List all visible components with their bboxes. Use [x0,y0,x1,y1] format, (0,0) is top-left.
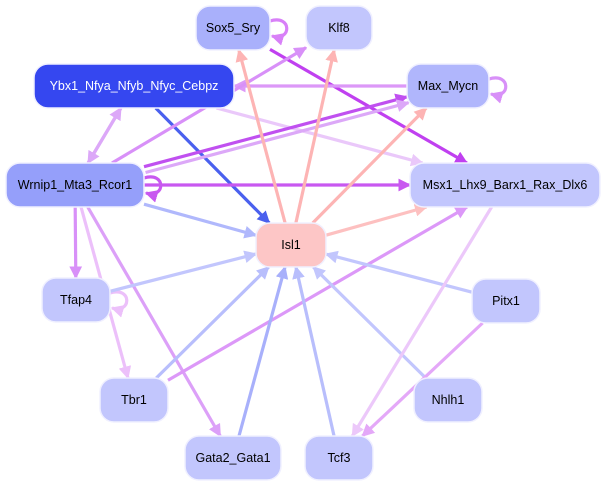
edge-tcf3-to-isl1 [292,265,336,437]
node-label: Sox5_Sry [206,21,261,35]
node-isl1[interactable]: Isl1 [255,222,327,268]
node-tbr1[interactable]: Tbr1 [99,377,169,423]
edge-isl1-to-max_mycn [311,106,428,225]
edge-tfap4-to-tfap4 [109,290,129,318]
edge-msx1_lhx9_barx1_rax_dlx6-to-tcf3 [351,206,493,438]
node-pitx1[interactable]: Pitx1 [471,278,541,324]
edge-wrnip1_mta3_rcor1-to-max_mycn [145,99,410,175]
edge-isl1-to-sox5_sry [235,48,287,224]
node-box[interactable] [305,5,373,51]
node-box[interactable] [304,435,374,481]
node-wrnip1-mta3-rcor1[interactable]: Wrnip1_Mta3_Rcor1 [5,162,145,208]
edge-tbr1-to-isl1 [155,265,270,380]
node-label: Tcf3 [328,451,351,465]
node-label: Gata2_Gata1 [195,451,270,465]
node-label: Klf8 [328,21,350,35]
edge-wrnip1_mta3_rcor1-to-gata2_gata1 [86,206,222,438]
node-box[interactable] [413,377,483,423]
node-label: Max_Mycn [418,79,478,93]
edge-wrnip1_mta3_rcor1-to-max_mycn [143,93,409,169]
node-max-mycn[interactable]: Max_Mycn [406,63,490,109]
edge-max_mycn-to-max_mycn [488,76,508,104]
node-box[interactable] [195,5,271,51]
edge-pitx1-to-isl1 [324,250,473,294]
edge-nhlh1-to-isl1 [312,265,427,380]
node-box[interactable] [41,277,111,323]
edge-isl1-to-msx1_lhx9_barx1_rax_dlx6 [325,203,428,237]
node-label: Nhlh1 [432,393,465,407]
edge-sox5_sry-to-sox5_sry [269,18,289,46]
edge-wrnip1_mta3_rcor1-to-tfap4 [69,206,83,280]
node-box[interactable] [5,162,145,208]
node-label: Wrnip1_Mta3_Rcor1 [18,178,132,192]
node-gata2-gata1[interactable]: Gata2_Gata1 [184,435,282,481]
node-label: Msx1_Lhx9_Barx1_Rax_Dlx6 [423,178,588,192]
edge-wrnip1_mta3_rcor1-to-ybx1_nfya_nfyb_nfyc_cebpz [86,106,123,164]
node-label: Tbr1 [121,393,147,407]
node-box[interactable] [409,162,601,208]
node-box[interactable] [255,222,327,268]
node-ybx1-nfya-nfyb-nfyc-cebpz[interactable]: Ybx1_Nfya_Nfyb_Nfyc_Cebpz [33,63,235,109]
edge-isl1-to-klf8 [294,48,338,224]
node-label: Pitx1 [492,294,520,308]
edge-ybx1_nfya_nfyb_nfyc_cebpz-to-msx1_lhx9_barx1_rax_dlx6 [216,106,424,167]
node-label: Tfap4 [60,293,92,307]
node-tfap4[interactable]: Tfap4 [41,277,111,323]
node-tcf3[interactable]: Tcf3 [304,435,374,481]
node-box[interactable] [406,63,490,109]
node-nhlh1[interactable]: Nhlh1 [413,377,483,423]
node-box[interactable] [33,63,235,109]
edge-wrnip1_mta3_rcor1-to-isl1 [143,202,258,239]
node-msx1-lhx9-barx1-rax-dlx6[interactable]: Msx1_Lhx9_Barx1_Rax_Dlx6 [409,162,601,208]
edge-tfap4-to-isl1 [109,250,258,293]
edges-layer [69,18,508,438]
node-label: Ybx1_Nfya_Nfyb_Nfyc_Cebpz [50,79,219,93]
node-klf8[interactable]: Klf8 [305,5,373,51]
node-box[interactable] [471,278,541,324]
node-sox5-sry[interactable]: Sox5_Sry [195,5,271,51]
node-label: Isl1 [281,238,301,252]
edge-gata2_gata1-to-isl1 [237,265,289,437]
node-box[interactable] [184,435,282,481]
node-box[interactable] [99,377,169,423]
edge-tbr1-to-msx1_lhx9_barx1_rax_dlx6 [167,205,469,382]
